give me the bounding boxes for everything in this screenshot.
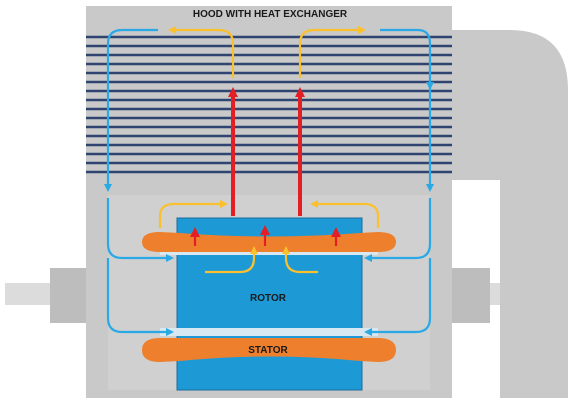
warm-air-arrow-right-rise — [310, 200, 380, 228]
air-gap-bottom — [160, 328, 378, 336]
stator-label: STATOR — [248, 345, 288, 356]
cool-air-arrow-left-upper — [106, 198, 174, 262]
heat-exchanger-fins — [86, 35, 452, 174]
warm-air-arrow-left-rise — [158, 200, 228, 228]
rotor-label: ROTOR — [250, 293, 287, 304]
stator-winding-bottom — [142, 338, 396, 362]
cool-air-arrow-left-lower — [106, 258, 174, 336]
cool-air-flow — [104, 28, 434, 336]
warm-air-flow — [158, 26, 380, 274]
cool-air-arrow-right-upper — [364, 198, 432, 262]
cool-air-arrow-right-lower — [364, 258, 432, 336]
warm-air-arrow-rotor-right — [282, 246, 318, 274]
stator-winding-top — [142, 232, 396, 252]
warm-air-arrow-hood-right — [298, 26, 366, 78]
shaft-right — [488, 283, 503, 305]
warm-air-arrow-rotor-left — [205, 246, 258, 274]
shaft-left — [5, 283, 57, 305]
air-duct — [452, 30, 568, 398]
cool-air-arrow-top-right — [380, 28, 434, 90]
warm-air-arrow-hood-left — [168, 26, 235, 78]
hot-air-flow — [190, 87, 341, 246]
cool-air-arrow-top-left — [104, 28, 158, 192]
hood-label: HOOD WITH HEAT EXCHANGER — [193, 9, 348, 20]
